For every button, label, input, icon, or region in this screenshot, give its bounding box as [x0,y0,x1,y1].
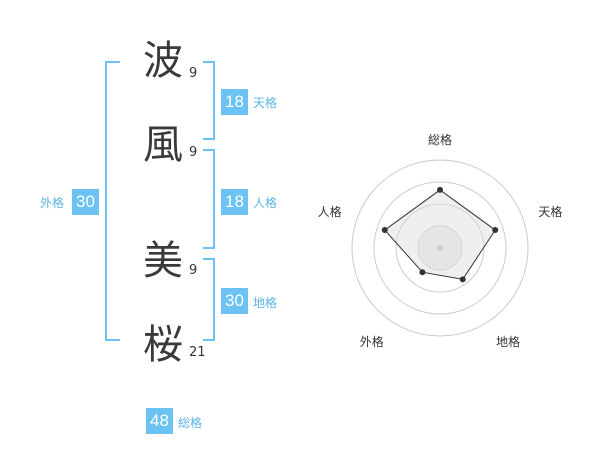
stroke-count-2: 9 [189,145,198,160]
jinkaku-label: 人格 [253,196,278,210]
radar-axis-label-5: 人格 [318,204,342,219]
soukaku-badge: 48 [146,408,173,434]
stroke-count-4: 21 [189,345,206,360]
name-char-4: 桜 [143,322,183,368]
radar-point-5 [381,227,388,234]
chikaku-label: 地格 [253,296,278,310]
radar-point-2 [492,227,499,234]
radar-ring-3 [373,181,507,315]
chikaku-badge: 30 [221,288,248,314]
stroke-count-3: 9 [189,263,198,278]
radar-point-3 [459,276,466,283]
radar-series-polygon [384,189,496,280]
jinkaku-badge: 18 [221,189,248,215]
tenkaku-label: 天格 [253,96,278,110]
radar-axis-label-2: 天格 [538,204,562,219]
soukaku-label: 総格 [178,416,203,430]
stroke-count-1: 9 [189,66,198,81]
gaikaku-label: 外格 [40,196,65,210]
radar-axis-label-1: 総格 [428,132,452,147]
radar-axis-label-4: 外格 [360,334,384,349]
radar-point-4 [419,269,426,276]
radar-center-dot [437,245,443,251]
name-char-2: 風 [143,122,183,168]
radar-point-1 [437,186,443,193]
tenkaku-badge: 18 [221,89,248,115]
name-char-1: 波 [143,38,183,84]
gaikaku-badge: 30 [72,189,99,215]
name-char-3: 美 [143,238,183,284]
radar-axis-label-3: 地格 [496,334,520,349]
